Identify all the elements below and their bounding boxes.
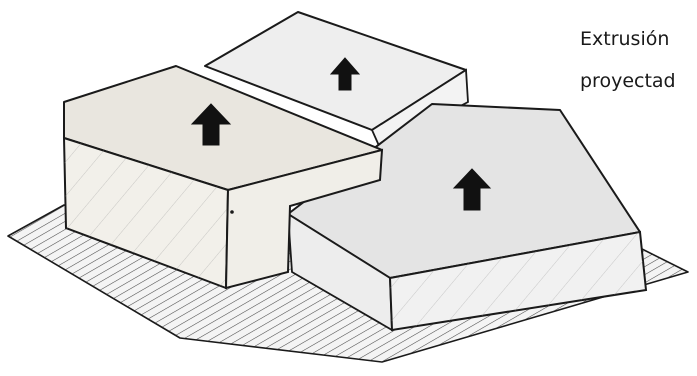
- caption-line-2: proyectad: [580, 72, 676, 91]
- caption-line-1: Extrusión: [580, 30, 669, 49]
